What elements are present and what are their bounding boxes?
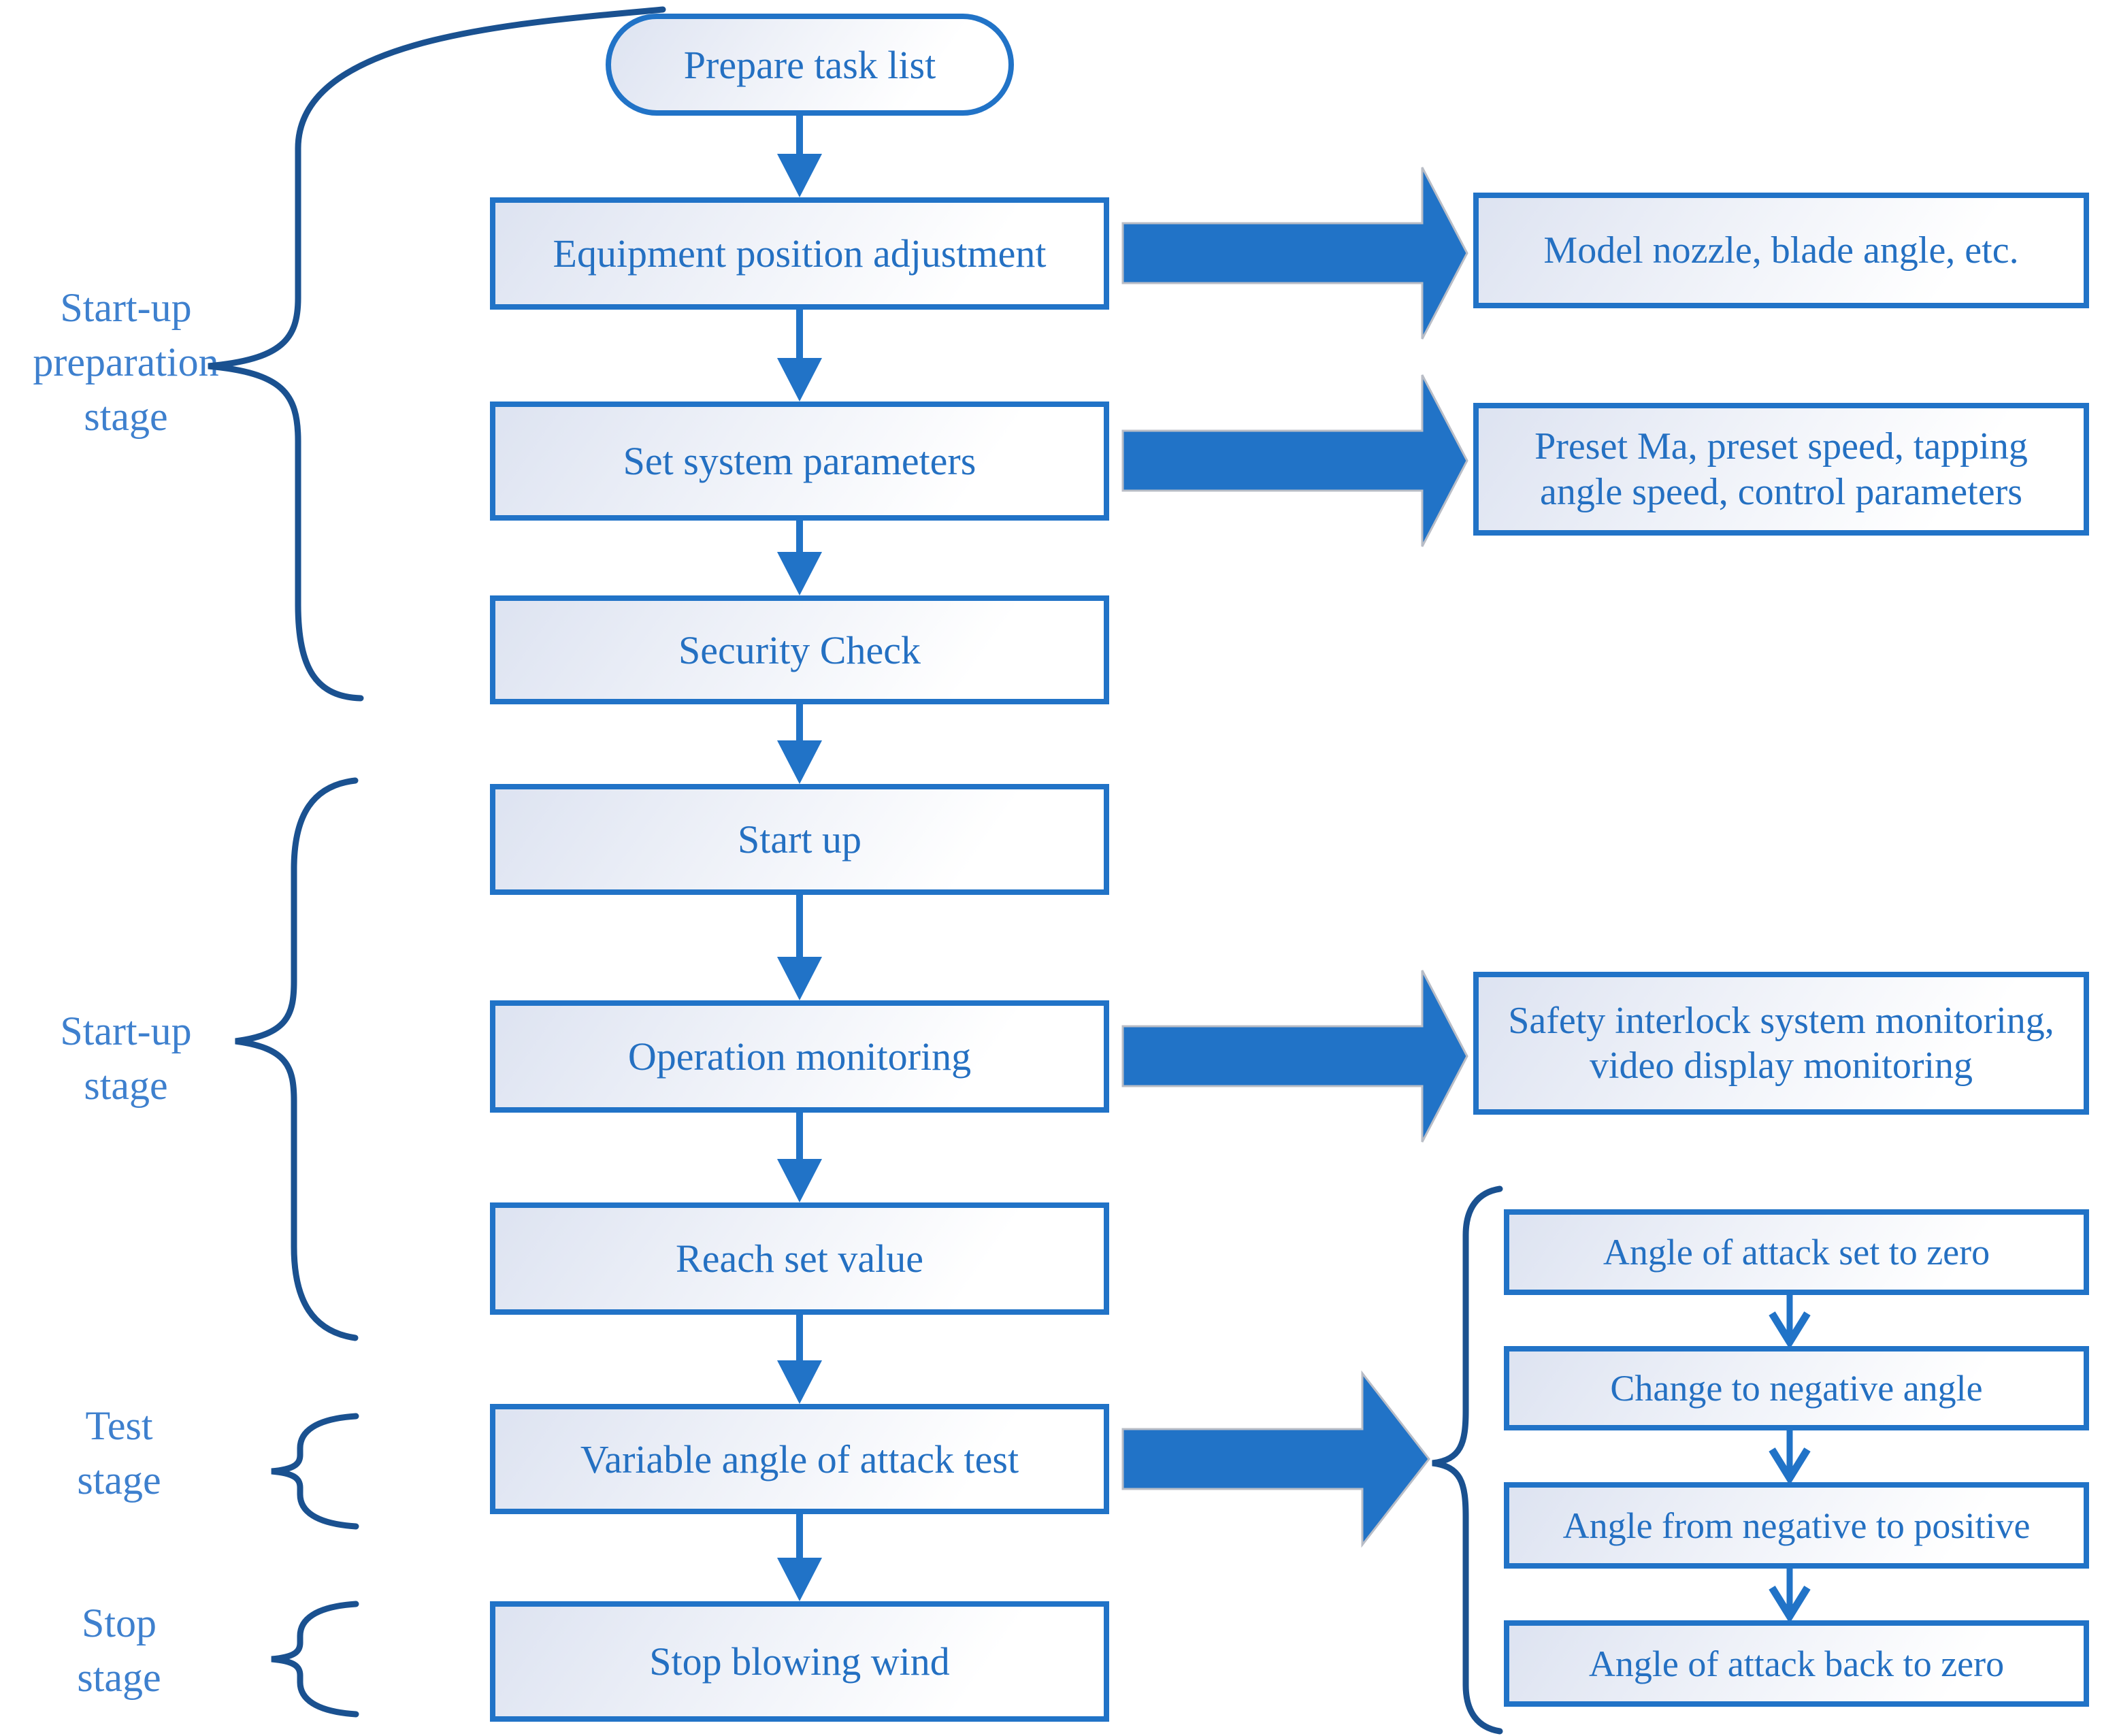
stage-label-stop: Stop stage <box>20 1596 218 1705</box>
block-arrow-right-icon <box>1121 1370 1430 1548</box>
brace-startup-preparation-icon <box>208 6 666 702</box>
flow-arrow-down-icon <box>777 895 822 1000</box>
subflow-arrow-down-icon <box>1769 1569 1811 1624</box>
stage-label-startup: Start-up stage <box>14 1004 238 1113</box>
stage-label-line: Test <box>85 1403 153 1448</box>
node-set-system-parameters: Set system parameters <box>490 402 1109 521</box>
note-model-nozzle: Model nozzle, blade angle, etc. <box>1473 193 2089 308</box>
stage-label-line: Stop <box>81 1601 157 1645</box>
stage-label-line: stage <box>77 1655 161 1700</box>
flow-arrow-down-icon <box>777 704 822 784</box>
node-start-up: Start up <box>490 784 1109 895</box>
node-reach-set-value: Reach set value <box>490 1202 1109 1315</box>
node-stop-blowing-wind: Stop blowing wind <box>490 1601 1109 1722</box>
node-operation-monitoring: Operation monitoring <box>490 1000 1109 1113</box>
stage-label-line: Start-up <box>60 1009 192 1053</box>
flow-arrow-down-icon <box>777 116 822 197</box>
stage-label-line: Start-up <box>60 285 192 330</box>
brace-test-icon <box>271 1413 359 1530</box>
flow-arrow-down-icon <box>777 1514 822 1601</box>
subnode-angle-back-to-zero: Angle of attack back to zero <box>1504 1620 2089 1707</box>
node-variable-angle-of-attack-test: Variable angle of attack test <box>490 1404 1109 1514</box>
brace-stop-icon <box>271 1601 359 1718</box>
stage-label-startup-preparation: Start-up preparation stage <box>0 280 252 444</box>
flow-arrow-down-icon <box>777 1113 822 1202</box>
stage-label-test: Test stage <box>20 1398 218 1507</box>
flow-arrow-down-icon <box>777 310 822 402</box>
subnode-angle-set-to-zero: Angle of attack set to zero <box>1504 1209 2089 1295</box>
stage-label-line: stage <box>84 1063 168 1108</box>
subnode-angle-negative-to-positive: Angle from negative to positive <box>1504 1482 2089 1569</box>
brace-substeps-icon <box>1432 1185 1503 1735</box>
block-arrow-right-icon <box>1121 167 1468 340</box>
node-security-check: Security Check <box>490 595 1109 704</box>
stage-label-line: preparation <box>33 340 219 384</box>
note-preset-parameters: Preset Ma, preset speed, tapping angle s… <box>1473 403 2089 536</box>
stage-label-line: stage <box>84 394 168 439</box>
stage-label-line: stage <box>77 1458 161 1503</box>
block-arrow-right-icon <box>1121 374 1468 547</box>
note-safety-interlock: Safety interlock system monitoring, vide… <box>1473 972 2089 1115</box>
subnode-change-to-negative-angle: Change to negative angle <box>1504 1346 2089 1430</box>
node-equipment-position-adjustment: Equipment position adjustment <box>490 197 1109 310</box>
subflow-arrow-down-icon <box>1769 1430 1811 1486</box>
subflow-arrow-down-icon <box>1769 1295 1811 1349</box>
node-prepare-task-list: Prepare task list <box>606 14 1014 116</box>
block-arrow-right-icon <box>1121 970 1468 1143</box>
flow-arrow-down-icon <box>777 1315 822 1404</box>
flow-arrow-down-icon <box>777 521 822 595</box>
brace-startup-icon <box>235 777 359 1341</box>
